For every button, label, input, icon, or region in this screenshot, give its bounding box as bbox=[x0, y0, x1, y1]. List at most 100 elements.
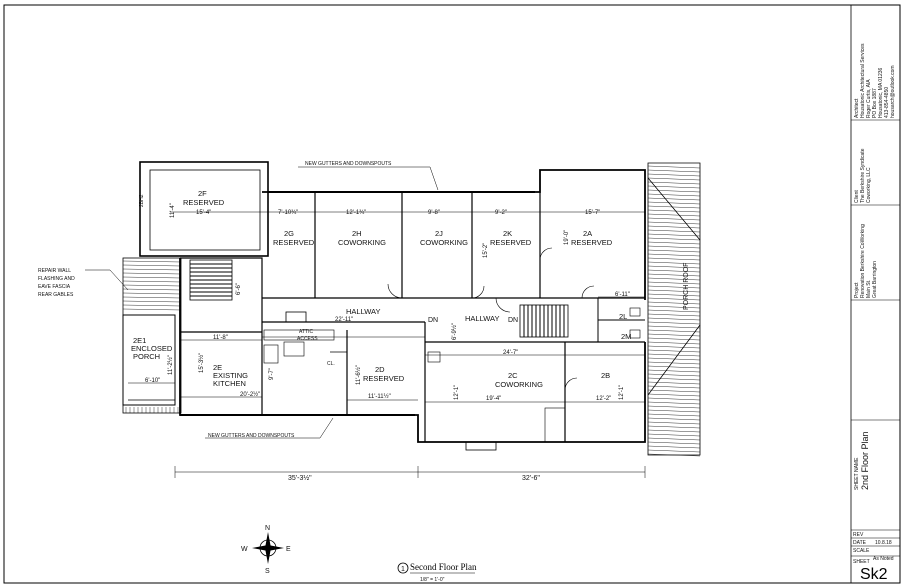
dimension-lines bbox=[85, 166, 646, 478]
architect-line-4: Housatonic, MA 01236 bbox=[878, 67, 884, 118]
architect-line-6: housarch@outlook.com bbox=[890, 65, 896, 118]
roof-hatch-line bbox=[647, 349, 701, 353]
roof-hatch-line bbox=[647, 357, 701, 361]
dim-2e-top: 11'-8" bbox=[213, 335, 228, 341]
date-value: 10.8.18 bbox=[875, 540, 892, 546]
room-2l-name: 2L bbox=[619, 312, 627, 321]
room-2m-name: 2M bbox=[621, 332, 631, 341]
room-2a-dim: 15'-7" bbox=[585, 210, 600, 216]
roof-hatch-line bbox=[647, 449, 701, 453]
repair-label-4: REAR GABLES bbox=[38, 292, 74, 298]
roof-hatch-line bbox=[647, 413, 701, 417]
scale-value: As Noted bbox=[873, 556, 894, 562]
roof-hatch-line bbox=[122, 288, 182, 291]
roof-hatch-line bbox=[647, 437, 701, 441]
roof-hatch-line bbox=[647, 445, 701, 449]
room-2h-sub: COWORKING bbox=[338, 238, 386, 247]
client-heading: Client bbox=[854, 190, 860, 203]
roof-hatch-line bbox=[647, 381, 701, 385]
room-2e1-sub2: PORCH bbox=[133, 352, 160, 361]
drawing-caption: 1 Second Floor Plan 1/8" = 1'-0" bbox=[397, 562, 477, 583]
caption-title: Second Floor Plan bbox=[410, 562, 477, 572]
roof-hatch-line bbox=[647, 409, 701, 413]
roof-hatch-line bbox=[122, 276, 182, 279]
room-2f-dim: 15'-4" bbox=[196, 210, 211, 216]
hallway-2-dim: 24'-7" bbox=[503, 350, 518, 356]
repair-label-1: REPAIR WALL bbox=[38, 268, 71, 274]
roof-hatch-line bbox=[647, 249, 701, 253]
roof-hatch-line bbox=[647, 233, 701, 237]
architect-line-1: Housatonic Architectural Services bbox=[860, 43, 866, 118]
roof-hatch-line bbox=[647, 225, 701, 229]
room-2b-dim: 12'-2" bbox=[596, 396, 611, 402]
roof-hatch-line bbox=[122, 272, 182, 275]
left-porch-roof bbox=[122, 257, 182, 414]
roof-hatch-line bbox=[647, 217, 701, 221]
roof-hatch-line bbox=[647, 277, 701, 281]
room-2f-name: 2F bbox=[198, 189, 207, 198]
room-2k-name: 2K bbox=[503, 229, 512, 238]
roof-hatch-line bbox=[647, 317, 701, 321]
dim-6-6: 6'-6" bbox=[236, 283, 242, 295]
roof-hatch-line bbox=[647, 397, 701, 401]
room-2f-sub: RESERVED bbox=[183, 198, 225, 207]
roof-hatch-line bbox=[647, 389, 701, 393]
gutters-bottom-label: NEW GUTTERS AND DOWNSPOUTS bbox=[208, 433, 295, 439]
client-line-1: The Berkshire Syndicate bbox=[860, 148, 866, 203]
room-2j-name: 2J bbox=[435, 229, 443, 238]
roof-hatch-line bbox=[647, 177, 701, 181]
roof-hatch-line bbox=[647, 353, 701, 357]
roof-hatch-line bbox=[647, 285, 701, 289]
roof-hatch-line bbox=[647, 401, 701, 405]
roof-hatch-line bbox=[647, 213, 701, 217]
roof-hatch-line bbox=[647, 209, 701, 213]
compass-w: W bbox=[241, 546, 248, 553]
plan-labels: NEW GUTTERS AND DOWNSPOUTS NEW GUTTERS A… bbox=[38, 161, 690, 482]
north-arrow-icon: N S E W bbox=[241, 525, 291, 575]
roof-hatch-line bbox=[647, 301, 701, 305]
roof-hatch-line bbox=[647, 433, 701, 437]
attic-label: ATTIC bbox=[299, 329, 313, 335]
title-block: Architect Housatonic Architectural Servi… bbox=[850, 5, 900, 583]
date-label: DATE bbox=[853, 540, 867, 546]
project-line-2: Main St. bbox=[866, 280, 872, 298]
room-2d-dim: 11'-11½" bbox=[368, 393, 391, 400]
dim-2e1-vertical: 11'-2½" bbox=[167, 355, 174, 375]
room-2a-sub: RESERVED bbox=[571, 238, 613, 247]
compass-n: N bbox=[265, 525, 270, 532]
room-2c-dim: 19'-4" bbox=[486, 396, 501, 402]
roof-hatch-line bbox=[647, 185, 701, 189]
roof-hatch-line bbox=[647, 257, 701, 261]
overall-dim-right: 32'-6" bbox=[522, 475, 540, 482]
roof-hatch-line bbox=[647, 193, 701, 197]
roof-hatch-line bbox=[122, 264, 182, 267]
overall-dim-left: 35'-3½" bbox=[288, 474, 312, 482]
roof-hatch-line bbox=[647, 237, 701, 241]
room-2h-dim: 12'-1¾" bbox=[346, 210, 366, 216]
repair-label-3: EAVE FASCIA bbox=[38, 284, 71, 290]
roof-hatch-line bbox=[122, 304, 182, 307]
roof-hatch-line bbox=[647, 333, 701, 337]
roof-hatch-line bbox=[647, 377, 701, 381]
roof-hatch-line bbox=[647, 417, 701, 421]
roof-hatch-line bbox=[647, 345, 701, 349]
room-2j-dim: 9'-8" bbox=[428, 210, 440, 216]
hallway-1-label: HALLWAY bbox=[346, 307, 380, 316]
roof-hatch-line bbox=[647, 429, 701, 433]
roof-hatch-line bbox=[122, 300, 182, 303]
dim-2c-vertical: 12'-1" bbox=[454, 385, 460, 400]
roof-hatch-line bbox=[647, 365, 701, 369]
sheet-border bbox=[3, 4, 901, 584]
hallway-1-dim: 22'-11" bbox=[335, 317, 353, 323]
roof-hatch-line bbox=[647, 293, 701, 297]
roof-hatch-line bbox=[647, 269, 701, 273]
room-2g-sub: RESERVED bbox=[273, 238, 315, 247]
roof-hatch-line bbox=[647, 273, 701, 277]
project-line-3: Great Barrington bbox=[872, 261, 878, 298]
roof-hatch-line bbox=[647, 169, 701, 173]
dim-2f-vertical: 11'-4" bbox=[170, 203, 176, 218]
room-2e1-name: 2E1 bbox=[133, 336, 146, 345]
roof-hatch-line bbox=[647, 261, 701, 265]
beam-label: 2BH2 bbox=[139, 194, 145, 207]
